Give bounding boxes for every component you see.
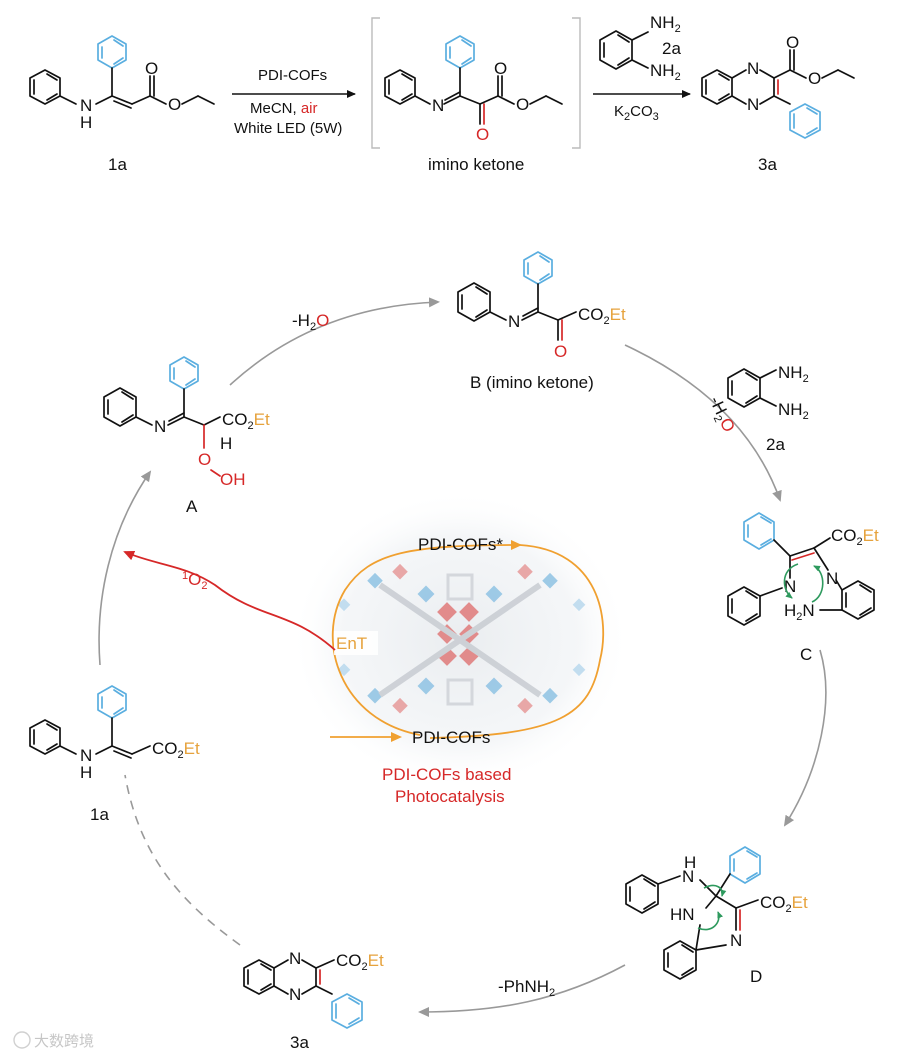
bracket-right bbox=[572, 17, 581, 149]
nh2-top-upper: NH2 bbox=[650, 13, 681, 35]
atom-n-1a-cycle: N bbox=[80, 746, 92, 765]
electron-arrow-C bbox=[783, 563, 799, 599]
nh2-cycle-upper: NH2 bbox=[778, 363, 809, 385]
atom-n4-3a-cycle: N bbox=[289, 985, 301, 1004]
label-1a-cycle: 1a bbox=[90, 805, 109, 824]
reagent-pdi-cofs: PDI-COFs bbox=[258, 67, 327, 84]
label-imino-ketone: imino ketone bbox=[428, 155, 524, 174]
nh2-top-lower: NH2 bbox=[650, 61, 681, 83]
arc-B-to-C bbox=[624, 344, 782, 502]
watermark-text: 大数跨境 bbox=[34, 1032, 94, 1050]
electron-arrow-C-2 bbox=[811, 565, 824, 603]
atom-o-ester-3a-top: O bbox=[808, 69, 821, 88]
atom-h-1a-cycle: H bbox=[80, 763, 92, 782]
atom-o1-A: O bbox=[198, 450, 211, 469]
watermark-logo-icon bbox=[13, 1031, 31, 1049]
compound-2a-top bbox=[599, 30, 649, 70]
compound-3a-cycle bbox=[243, 959, 363, 1029]
atom-h-1a-top: H bbox=[80, 113, 92, 132]
watermark: 大数跨境 bbox=[13, 1031, 94, 1050]
co2et-3a-cycle: CO2Et bbox=[336, 951, 384, 973]
nh2-cycle-lower: NH2 bbox=[778, 400, 809, 422]
intermediate-B bbox=[457, 251, 577, 341]
atom-n-D: N bbox=[730, 931, 742, 950]
cof-structure-image bbox=[290, 490, 630, 790]
atom-n4-3a-top: N bbox=[747, 95, 759, 114]
atom-n-imino-top: N bbox=[432, 96, 444, 115]
reagent-mecn: MeCN, air bbox=[250, 100, 318, 117]
compound-1a-cycle bbox=[29, 685, 151, 759]
label-3a-top: 3a bbox=[758, 155, 777, 174]
atom-o-ketone-B: O bbox=[554, 342, 567, 361]
atom-n-1a-top: N bbox=[80, 96, 92, 115]
atom-o-ketone-top: O bbox=[476, 125, 489, 144]
atom-n-B: N bbox=[508, 312, 520, 331]
arc-C-to-D bbox=[783, 649, 827, 827]
compound-1a-top bbox=[29, 35, 215, 109]
arc-D-to-3a bbox=[418, 964, 626, 1017]
reagent-k2co3: K2CO3 bbox=[614, 103, 659, 123]
atom-n1-3a-cycle: N bbox=[289, 949, 301, 968]
caption-line1: PDI-COFs based bbox=[382, 765, 511, 784]
minus-water-top: -H2O bbox=[292, 311, 329, 333]
compound-2a-cycle bbox=[727, 368, 777, 408]
atom-o-carbonyl-3a-top: O bbox=[786, 33, 799, 52]
intermediate-C bbox=[727, 512, 875, 626]
co2et-A: CO2Et bbox=[222, 410, 270, 432]
label-D: D bbox=[750, 967, 762, 986]
atom-o-ester-1a: O bbox=[168, 95, 181, 114]
atom-hn-D: HN bbox=[670, 905, 695, 924]
atom-n1-3a-top: N bbox=[747, 59, 759, 78]
compound-3a-top bbox=[701, 49, 855, 139]
singlet-oxygen-arrow bbox=[123, 550, 336, 651]
pdi-cofs-ground: PDI-COFs bbox=[412, 728, 490, 747]
minus-water-right: -H2O bbox=[703, 393, 739, 436]
arc-3a-to-1a-dashed bbox=[124, 774, 241, 946]
atom-o-ester-carbonyl-top: O bbox=[494, 59, 507, 78]
arc-1a-to-A bbox=[98, 470, 152, 666]
label-B: B (imino ketone) bbox=[470, 373, 594, 392]
pdi-cofs-excited: PDI-COFs* bbox=[418, 535, 503, 554]
atom-n-C: N bbox=[826, 569, 838, 588]
atom-h-A: H bbox=[220, 434, 232, 453]
singlet-oxygen-label: 1O2 bbox=[182, 570, 207, 592]
ent-loop-right bbox=[429, 544, 605, 739]
minus-phnh2: -PhNH2 bbox=[498, 977, 555, 999]
electron-arrow-D-1 bbox=[703, 884, 727, 897]
label-A: A bbox=[186, 497, 198, 516]
label-1a-top: 1a bbox=[108, 155, 127, 174]
label-2a-cycle: 2a bbox=[766, 435, 785, 454]
atom-n-amine-C: N bbox=[784, 577, 796, 596]
atom-o-ester-top: O bbox=[516, 95, 529, 114]
bracket-left bbox=[371, 17, 380, 149]
label-2a-top: 2a bbox=[662, 39, 681, 58]
atom-ooh-A: OH bbox=[220, 470, 246, 489]
atom-o-carbonyl-1a: O bbox=[145, 59, 158, 78]
co2et-D: CO2Et bbox=[760, 893, 808, 915]
atom-nh-h-D: H bbox=[684, 853, 696, 872]
atom-n-A: N bbox=[154, 417, 166, 436]
ent-arrow-up bbox=[331, 540, 522, 736]
label-C: C bbox=[800, 645, 812, 664]
imino-ketone-top bbox=[384, 35, 563, 125]
co2et-B: CO2Et bbox=[578, 305, 626, 327]
electron-arrow-D-2 bbox=[697, 911, 724, 931]
caption-line2: Photocatalysis bbox=[395, 787, 505, 806]
co2et-C: CO2Et bbox=[831, 526, 879, 548]
label-3a-cycle: 3a bbox=[290, 1033, 309, 1052]
atom-nh-n-D: N bbox=[682, 867, 694, 886]
atom-h2n-C: H2N bbox=[784, 601, 815, 623]
arc-A-to-B bbox=[229, 297, 440, 386]
intermediate-A bbox=[103, 356, 221, 449]
reagent-white-led: White LED (5W) bbox=[234, 120, 342, 137]
co2et-1a-cycle: CO2Et bbox=[152, 739, 200, 761]
ent-label: EnT bbox=[336, 634, 367, 653]
